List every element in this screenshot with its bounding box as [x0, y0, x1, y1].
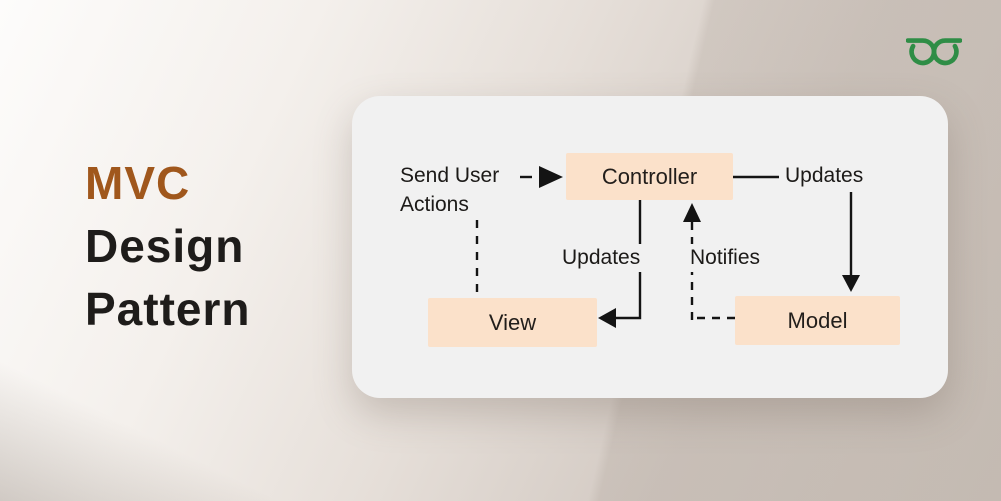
page-title: MVC Design Pattern	[85, 152, 250, 341]
edge-label-updates-model: Updates	[785, 164, 864, 187]
geeksforgeeks-logo-icon	[905, 28, 963, 68]
node-model: Model	[735, 296, 900, 345]
node-view: View	[428, 298, 597, 347]
node-controller-label: Controller	[601, 163, 698, 189]
node-view-label: View	[488, 309, 537, 335]
diagram-card: Controller View Model Send User Actions …	[352, 96, 948, 398]
connector-lines	[475, 166, 860, 328]
node-controller: Controller	[566, 153, 733, 200]
node-model-label: Model	[787, 307, 848, 333]
title-line-pattern: Pattern	[85, 283, 251, 335]
title-accent-mvc: MVC	[85, 157, 191, 209]
edge-label-updates-view: Updates	[556, 244, 647, 272]
edge-label-notifies: Notifies	[684, 244, 767, 272]
edge-label-send-user-actions: Send User Actions	[400, 164, 500, 216]
title-line-design: Design	[85, 220, 245, 272]
